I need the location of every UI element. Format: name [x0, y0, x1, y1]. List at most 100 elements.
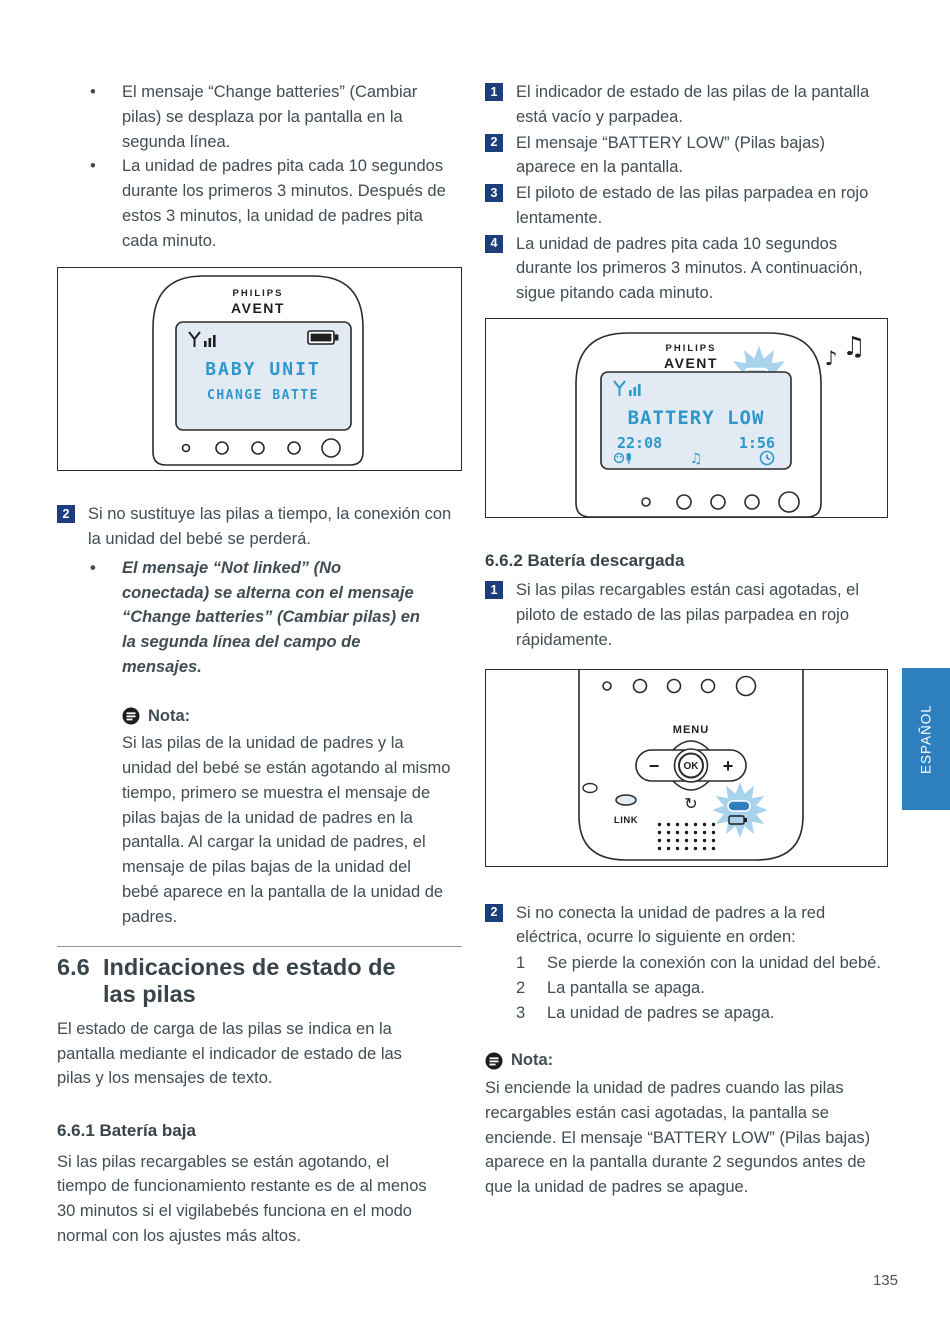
- page-number: 135: [872, 1272, 898, 1289]
- note-icon: [122, 707, 140, 725]
- lcd-line-2: CHANGE BATTE: [207, 388, 319, 403]
- lcd-screen: [175, 321, 352, 432]
- list-text: La pantalla se apaga.: [547, 978, 705, 997]
- list-number: 3: [516, 1003, 526, 1022]
- step-number-badge: 1: [485, 83, 503, 101]
- plus-button: +: [723, 756, 734, 776]
- note-block-left: Nota: Si las pilas de la unidad de padre…: [57, 704, 462, 930]
- menu-label: MENU: [673, 724, 709, 736]
- battery-warning-bullets: El mensaje “Change batteries” (Cambiar p…: [57, 80, 462, 253]
- philips-logo: PHILIPS: [233, 288, 284, 299]
- signal-icon: [613, 380, 641, 396]
- section-intro: El estado de carga de las pilas se indic…: [57, 1019, 402, 1088]
- device-buttons: [641, 490, 800, 513]
- step-status-light: 3 El piloto de estado de las pilas parpa…: [485, 181, 889, 231]
- list-item: La unidad de padres pita cada 10 segundo…: [57, 154, 462, 253]
- link-led: [615, 793, 637, 806]
- step-beeping: 4 La unidad de padres pita cada 10 segun…: [485, 232, 889, 306]
- ok-button: [678, 752, 704, 778]
- step-number-badge: 2: [485, 903, 503, 922]
- figure-baby-unit-display: PHILIPS AVENT BABY UNIT CHANGE BATTE: [57, 267, 462, 472]
- step-battery-low-message: 2 El mensaje “BATTERY LOW” (Pilas bajas)…: [485, 131, 889, 181]
- subsection-title-662: 6.6.2 Batería descargada: [485, 550, 685, 570]
- not-linked-bullet: El mensaje “Not linked” (No conectada) s…: [57, 556, 462, 680]
- step-number-badge: 3: [485, 184, 503, 202]
- talk-sensitivity-icon: [613, 452, 631, 464]
- note-icon: [485, 1052, 503, 1070]
- list-item: 1 Se pierde la conexión con la unidad de…: [516, 951, 889, 976]
- philips-logo: PHILIPS: [666, 343, 717, 354]
- step-no-mains-power: 2 Si no conecta la unidad de padres a la…: [485, 901, 889, 951]
- note-label: Nota:: [511, 1051, 554, 1070]
- list-number: 2: [516, 978, 526, 997]
- lullaby-icon: ♫: [690, 451, 703, 467]
- parent-unit-illustration: PHILIPS AVENT ♪ ♫ B: [575, 332, 866, 517]
- step-status-light-fast: 1 Si las pilas recargables están casi ag…: [485, 578, 889, 652]
- list-item: 2 La pantalla se apaga.: [516, 976, 889, 1001]
- figure-parent-unit-keypad: MENU OK − + ↻ LINK: [485, 668, 888, 867]
- section-number: 6.6: [57, 954, 90, 981]
- lcd-time-right: 1:56: [739, 434, 775, 452]
- navigation-pad: OK − +: [635, 739, 747, 791]
- right-column: 1 El indicador de estado de las pilas de…: [485, 80, 889, 1200]
- ok-label: OK: [684, 761, 700, 772]
- section-divider: [57, 946, 462, 948]
- music-note-icon: ♪: [825, 346, 838, 370]
- step-text: La unidad de padres pita cada 10 segundo…: [516, 234, 863, 303]
- list-item: El mensaje “Change batteries” (Cambiar p…: [57, 80, 462, 154]
- step-text: El piloto de estado de las pilas parpade…: [516, 184, 869, 227]
- list-number: 1: [516, 954, 526, 972]
- step-text: El mensaje “BATTERY LOW” (Pilas bajas) a…: [516, 133, 826, 177]
- note-label: Nota:: [148, 706, 191, 725]
- left-column: El mensaje “Change batteries” (Cambiar p…: [57, 80, 462, 1249]
- battery-full-icon: [307, 330, 339, 346]
- clock-icon: [759, 450, 775, 466]
- step-battery-indicator: 1 El indicador de estado de las pilas de…: [485, 80, 889, 130]
- step-text: El indicador de estado de las pilas de l…: [516, 83, 870, 126]
- timer-repeat-icon: ↻: [684, 794, 697, 813]
- device-buttons: [181, 438, 341, 459]
- note-header: Nota:: [485, 1048, 889, 1073]
- note-text: Si las pilas de la unidad de padres y la…: [122, 734, 451, 926]
- lcd-line-1: BABY UNIT: [205, 359, 321, 380]
- figure-parent-unit-display: PHILIPS AVENT ♪ ♫ B: [485, 317, 888, 518]
- list-text: La unidad de padres se apaga.: [547, 1003, 775, 1022]
- speaker-grille: [654, 821, 720, 852]
- shutdown-sequence-list: 1 Se pierde la conexión con la unidad de…: [485, 951, 889, 1025]
- note-text: Si enciende la unidad de padres cuando l…: [485, 1079, 871, 1196]
- baby-unit-illustration: PHILIPS AVENT BABY UNIT CHANGE BATTE: [152, 275, 364, 467]
- bullet-text: La unidad de padres pita cada 10 segundo…: [122, 157, 446, 250]
- bullet-text: El mensaje “Not linked” (No conectada) s…: [122, 558, 420, 676]
- battery-led-burst-icon: [712, 781, 768, 838]
- signal-icon: [188, 331, 216, 348]
- step-number-badge: 1: [485, 581, 503, 600]
- lcd-time-left: 22:08: [617, 434, 662, 452]
- battery-symbol: [728, 814, 745, 825]
- side-button: [582, 782, 598, 793]
- list-text: Se pierde la conexión con la unidad del …: [547, 954, 881, 972]
- section-title: Indicaciones de estado de las pilas: [103, 954, 396, 1008]
- step-number-badge: 4: [485, 234, 503, 253]
- step-number-badge: 2: [485, 133, 503, 152]
- language-tab-espanol: ESPAÑOL: [902, 668, 950, 810]
- avent-logo: AVENT: [231, 300, 285, 316]
- note-block-right: Nota: Si enciende la unidad de padres cu…: [485, 1048, 889, 1200]
- bullet-text: El mensaje “Change batteries” (Cambiar p…: [122, 83, 418, 151]
- section-heading: 6.6 Indicaciones de estado de las pilas: [57, 954, 462, 1008]
- avent-logo: AVENT: [664, 355, 718, 371]
- step-text: Si no conecta la unidad de padres a la r…: [516, 903, 826, 947]
- step-text: Si no sustituye las pilas a tiempo, la c…: [88, 505, 452, 548]
- subsection-title-661: 6.6.1 Batería baja: [57, 1121, 196, 1141]
- step-number-badge: 2: [57, 505, 75, 524]
- subsection-text-661: Si las pilas recargables se están agotan…: [57, 1152, 427, 1245]
- lcd-battery-low-text: BATTERY LOW: [628, 407, 765, 429]
- lcd-screen: [600, 370, 792, 470]
- step-text: Si las pilas recargables están casi agot…: [516, 581, 860, 649]
- note-header: Nota:: [122, 704, 452, 729]
- music-notes-icon: ♫: [842, 332, 865, 362]
- parent-unit-keypad-illustration: MENU OK − + ↻ LINK: [578, 669, 804, 861]
- list-item: 3 La unidad de padres se apaga.: [516, 1001, 889, 1026]
- step-replace-batteries: 2 Si no sustituye las pilas a tiempo, la…: [57, 502, 462, 552]
- minus-button: −: [649, 756, 660, 776]
